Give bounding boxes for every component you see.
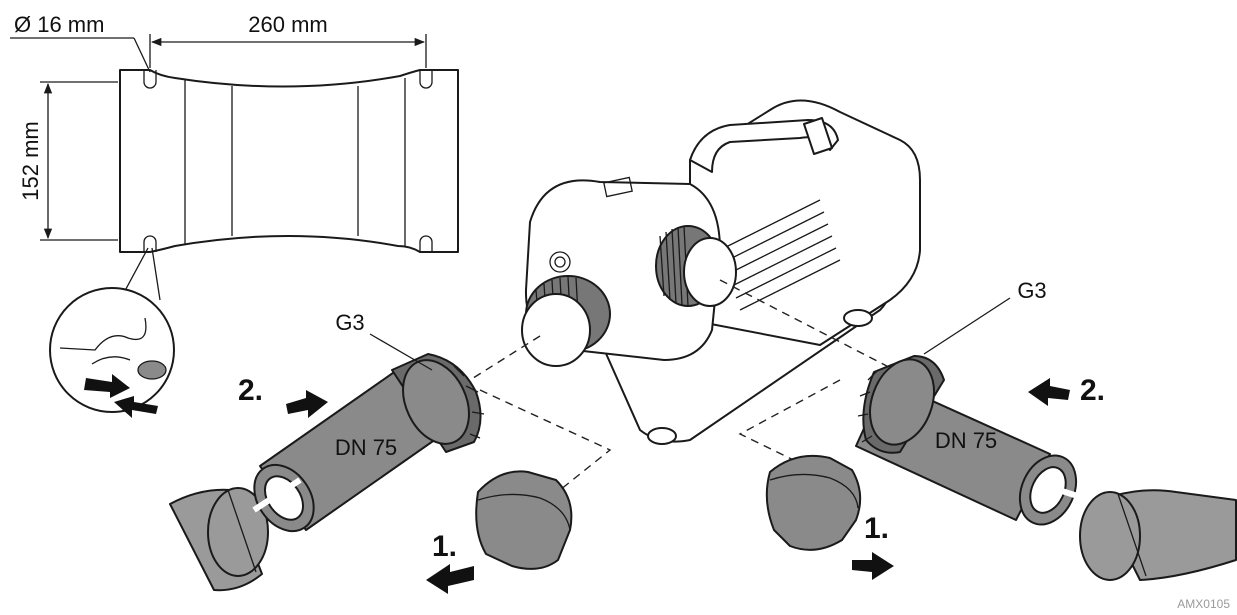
height-label: 152 mm <box>18 121 43 200</box>
step-2-left: 2. <box>238 374 328 418</box>
slide-arrow-icon <box>114 396 158 418</box>
diameter-label: Ø 16 mm <box>14 12 104 37</box>
step-2-left-arrow-icon <box>286 390 328 418</box>
alignment-lines <box>469 279 911 491</box>
right-fitting-label: G3 <box>1017 278 1046 303</box>
inlet-port <box>521 275 611 367</box>
mounting-screw-head <box>137 360 167 380</box>
left-hose-end <box>207 487 269 577</box>
mounting-plate <box>119 69 459 253</box>
right-hose-end <box>1079 491 1141 581</box>
right-pipe-label: DN 75 <box>935 428 997 453</box>
step-2-right-arrow-icon <box>1028 378 1070 406</box>
step-2-right-label: 2. <box>1080 374 1105 407</box>
right-connection-assembly: DN 75 G3 <box>765 278 1237 581</box>
outlet-port <box>655 225 737 307</box>
right-protective-cap <box>765 454 862 551</box>
dimension-height: 152 mm <box>18 81 118 241</box>
figure-code: AMX0105 <box>1177 597 1230 611</box>
step-1-left-arrow-icon <box>426 564 474 594</box>
left-connection-assembly: DN 75 G3 <box>169 310 573 592</box>
step-1-right: 1. <box>852 512 894 580</box>
step-1-right-arrow-icon <box>852 552 894 580</box>
step-1-left: 1. <box>426 530 474 594</box>
step-1-left-label: 1. <box>432 530 457 563</box>
step-2-right: 2. <box>1028 374 1105 407</box>
step-1-right-label: 1. <box>864 512 889 545</box>
left-protective-cap <box>475 470 573 570</box>
pump-unit <box>521 99 921 445</box>
dimension-length: 260 mm <box>149 12 427 68</box>
step-2-left-label: 2. <box>238 374 263 407</box>
slot-detail-callout <box>49 247 175 418</box>
left-fitting-label: G3 <box>335 310 364 335</box>
insert-arrow-icon <box>84 374 130 398</box>
length-label: 260 mm <box>248 12 327 37</box>
dimension-diameter: Ø 16 mm <box>10 12 151 73</box>
left-pipe-label: DN 75 <box>335 435 397 460</box>
